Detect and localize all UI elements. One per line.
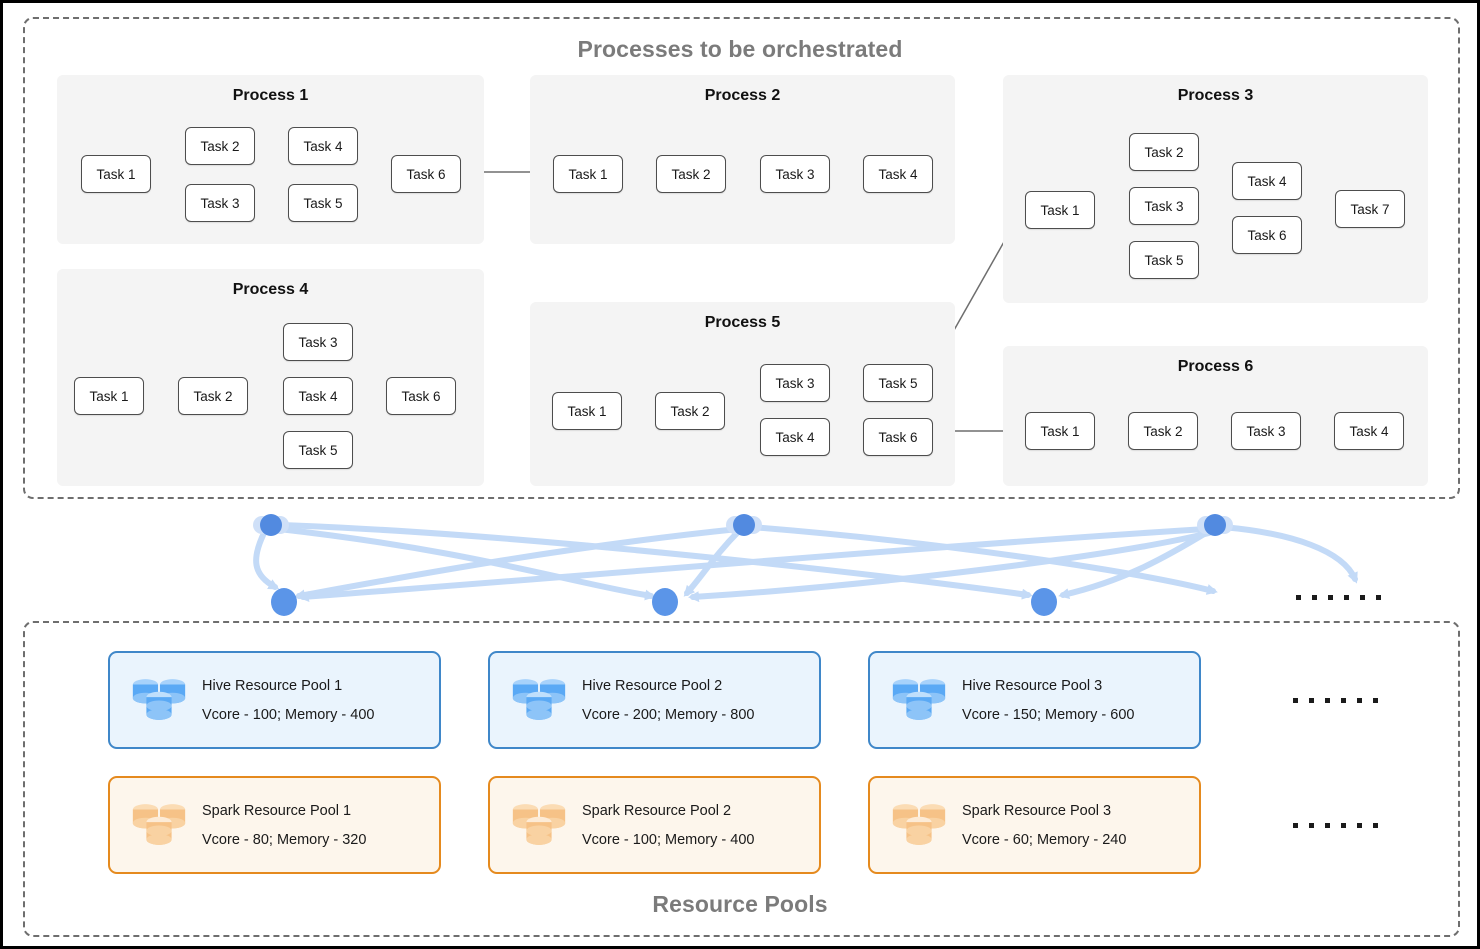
resource-pool-card-spark[interactable]: Spark Resource Pool 3 Vcore - 60; Memory… (868, 776, 1201, 874)
task-node[interactable]: Task 2 (178, 377, 248, 415)
task-node[interactable]: Task 2 (1128, 412, 1198, 450)
task-node[interactable]: Task 1 (74, 377, 144, 415)
task-node[interactable]: Task 7 (1335, 190, 1405, 228)
spark-pools-ellipsis (1293, 823, 1378, 828)
task-node[interactable]: Task 5 (1129, 241, 1199, 279)
process-title: Process 2 (704, 87, 781, 104)
task-node[interactable]: Task 6 (1232, 216, 1302, 254)
resource-pool-card-hive[interactable]: Hive Resource Pool 1 Vcore - 100; Memory… (108, 651, 441, 749)
process-panel-3: Process 3 (1003, 75, 1428, 303)
resource-pool-card-spark[interactable]: Spark Resource Pool 2 Vcore - 100; Memor… (488, 776, 821, 874)
task-node[interactable]: Task 4 (1232, 162, 1302, 200)
task-node[interactable]: Task 6 (863, 418, 933, 456)
task-node[interactable]: Task 3 (1231, 412, 1301, 450)
processes-section-title: Processes to be orchestrated (577, 36, 903, 62)
database-stack-icon (132, 679, 186, 720)
orchestrator-node-bottom (652, 588, 678, 616)
process-title: Process 4 (232, 281, 309, 298)
task-node[interactable]: Task 4 (283, 377, 353, 415)
task-node[interactable]: Task 1 (1025, 412, 1095, 450)
pool-name: Hive Resource Pool 2 (582, 677, 723, 694)
database-stack-icon (892, 679, 946, 720)
task-node[interactable]: Task 3 (760, 155, 830, 193)
pool-spec: Vcore - 80; Memory - 320 (202, 831, 367, 848)
orchestrator-node-bottom (271, 588, 297, 616)
task-node[interactable]: Task 3 (1129, 187, 1199, 225)
band-ellipsis (1296, 595, 1381, 600)
orchestrator-node-bottom (1031, 588, 1057, 616)
task-node[interactable]: Task 4 (760, 418, 830, 456)
database-stack-icon (512, 804, 566, 845)
task-node[interactable]: Task 1 (1025, 191, 1095, 229)
pool-spec: Vcore - 200; Memory - 800 (582, 706, 755, 723)
task-node[interactable]: Task 1 (552, 392, 622, 430)
process-title: Process 5 (704, 314, 781, 331)
resource-pool-card-hive[interactable]: Hive Resource Pool 2 Vcore - 200; Memory… (488, 651, 821, 749)
process-title: Process 1 (232, 87, 309, 104)
hive-pools-ellipsis (1293, 698, 1378, 703)
task-node[interactable]: Task 5 (863, 364, 933, 402)
task-node[interactable]: Task 1 (553, 155, 623, 193)
task-node[interactable]: Task 5 (288, 184, 358, 222)
task-node[interactable]: Task 6 (391, 155, 461, 193)
task-node[interactable]: Task 2 (1129, 133, 1199, 171)
task-node[interactable]: Task 2 (656, 155, 726, 193)
resource-pool-card-spark[interactable]: Spark Resource Pool 1 Vcore - 80; Memory… (108, 776, 441, 874)
pool-spec: Vcore - 100; Memory - 400 (202, 706, 375, 723)
process-title: Process 6 (1177, 358, 1254, 375)
task-node[interactable]: Task 3 (760, 364, 830, 402)
orchestration-link-band (253, 514, 1358, 616)
task-node[interactable]: Task 3 (283, 323, 353, 361)
task-node[interactable]: Task 6 (386, 377, 456, 415)
pool-name: Hive Resource Pool 1 (202, 677, 343, 694)
orchestrator-node-top (1197, 514, 1233, 536)
process-title: Process 3 (1177, 87, 1254, 104)
database-stack-icon (132, 804, 186, 845)
task-node[interactable]: Task 5 (283, 431, 353, 469)
resource-pools-section-title: Resource Pools (652, 891, 828, 917)
pool-spec: Vcore - 60; Memory - 240 (962, 831, 1127, 848)
task-node[interactable]: Task 4 (1334, 412, 1404, 450)
task-node[interactable]: Task 2 (655, 392, 725, 430)
pool-name: Spark Resource Pool 1 (202, 802, 352, 819)
task-node[interactable]: Task 4 (288, 127, 358, 165)
resource-pools-container (23, 621, 1460, 937)
pool-spec: Vcore - 100; Memory - 400 (582, 831, 755, 848)
pool-name: Spark Resource Pool 3 (962, 802, 1112, 819)
task-node[interactable]: Task 1 (81, 155, 151, 193)
processes-container (23, 17, 1460, 499)
task-node[interactable]: Task 2 (185, 127, 255, 165)
pool-spec: Vcore - 150; Memory - 600 (962, 706, 1135, 723)
database-stack-icon (512, 679, 566, 720)
orchestrator-node-top (726, 514, 762, 536)
database-stack-icon (892, 804, 946, 845)
pool-name: Spark Resource Pool 2 (582, 802, 732, 819)
task-node[interactable]: Task 3 (185, 184, 255, 222)
resource-pool-card-hive[interactable]: Hive Resource Pool 3 Vcore - 150; Memory… (868, 651, 1201, 749)
pool-name: Hive Resource Pool 3 (962, 677, 1103, 694)
orchestrator-node-top (253, 514, 289, 536)
task-node[interactable]: Task 4 (863, 155, 933, 193)
